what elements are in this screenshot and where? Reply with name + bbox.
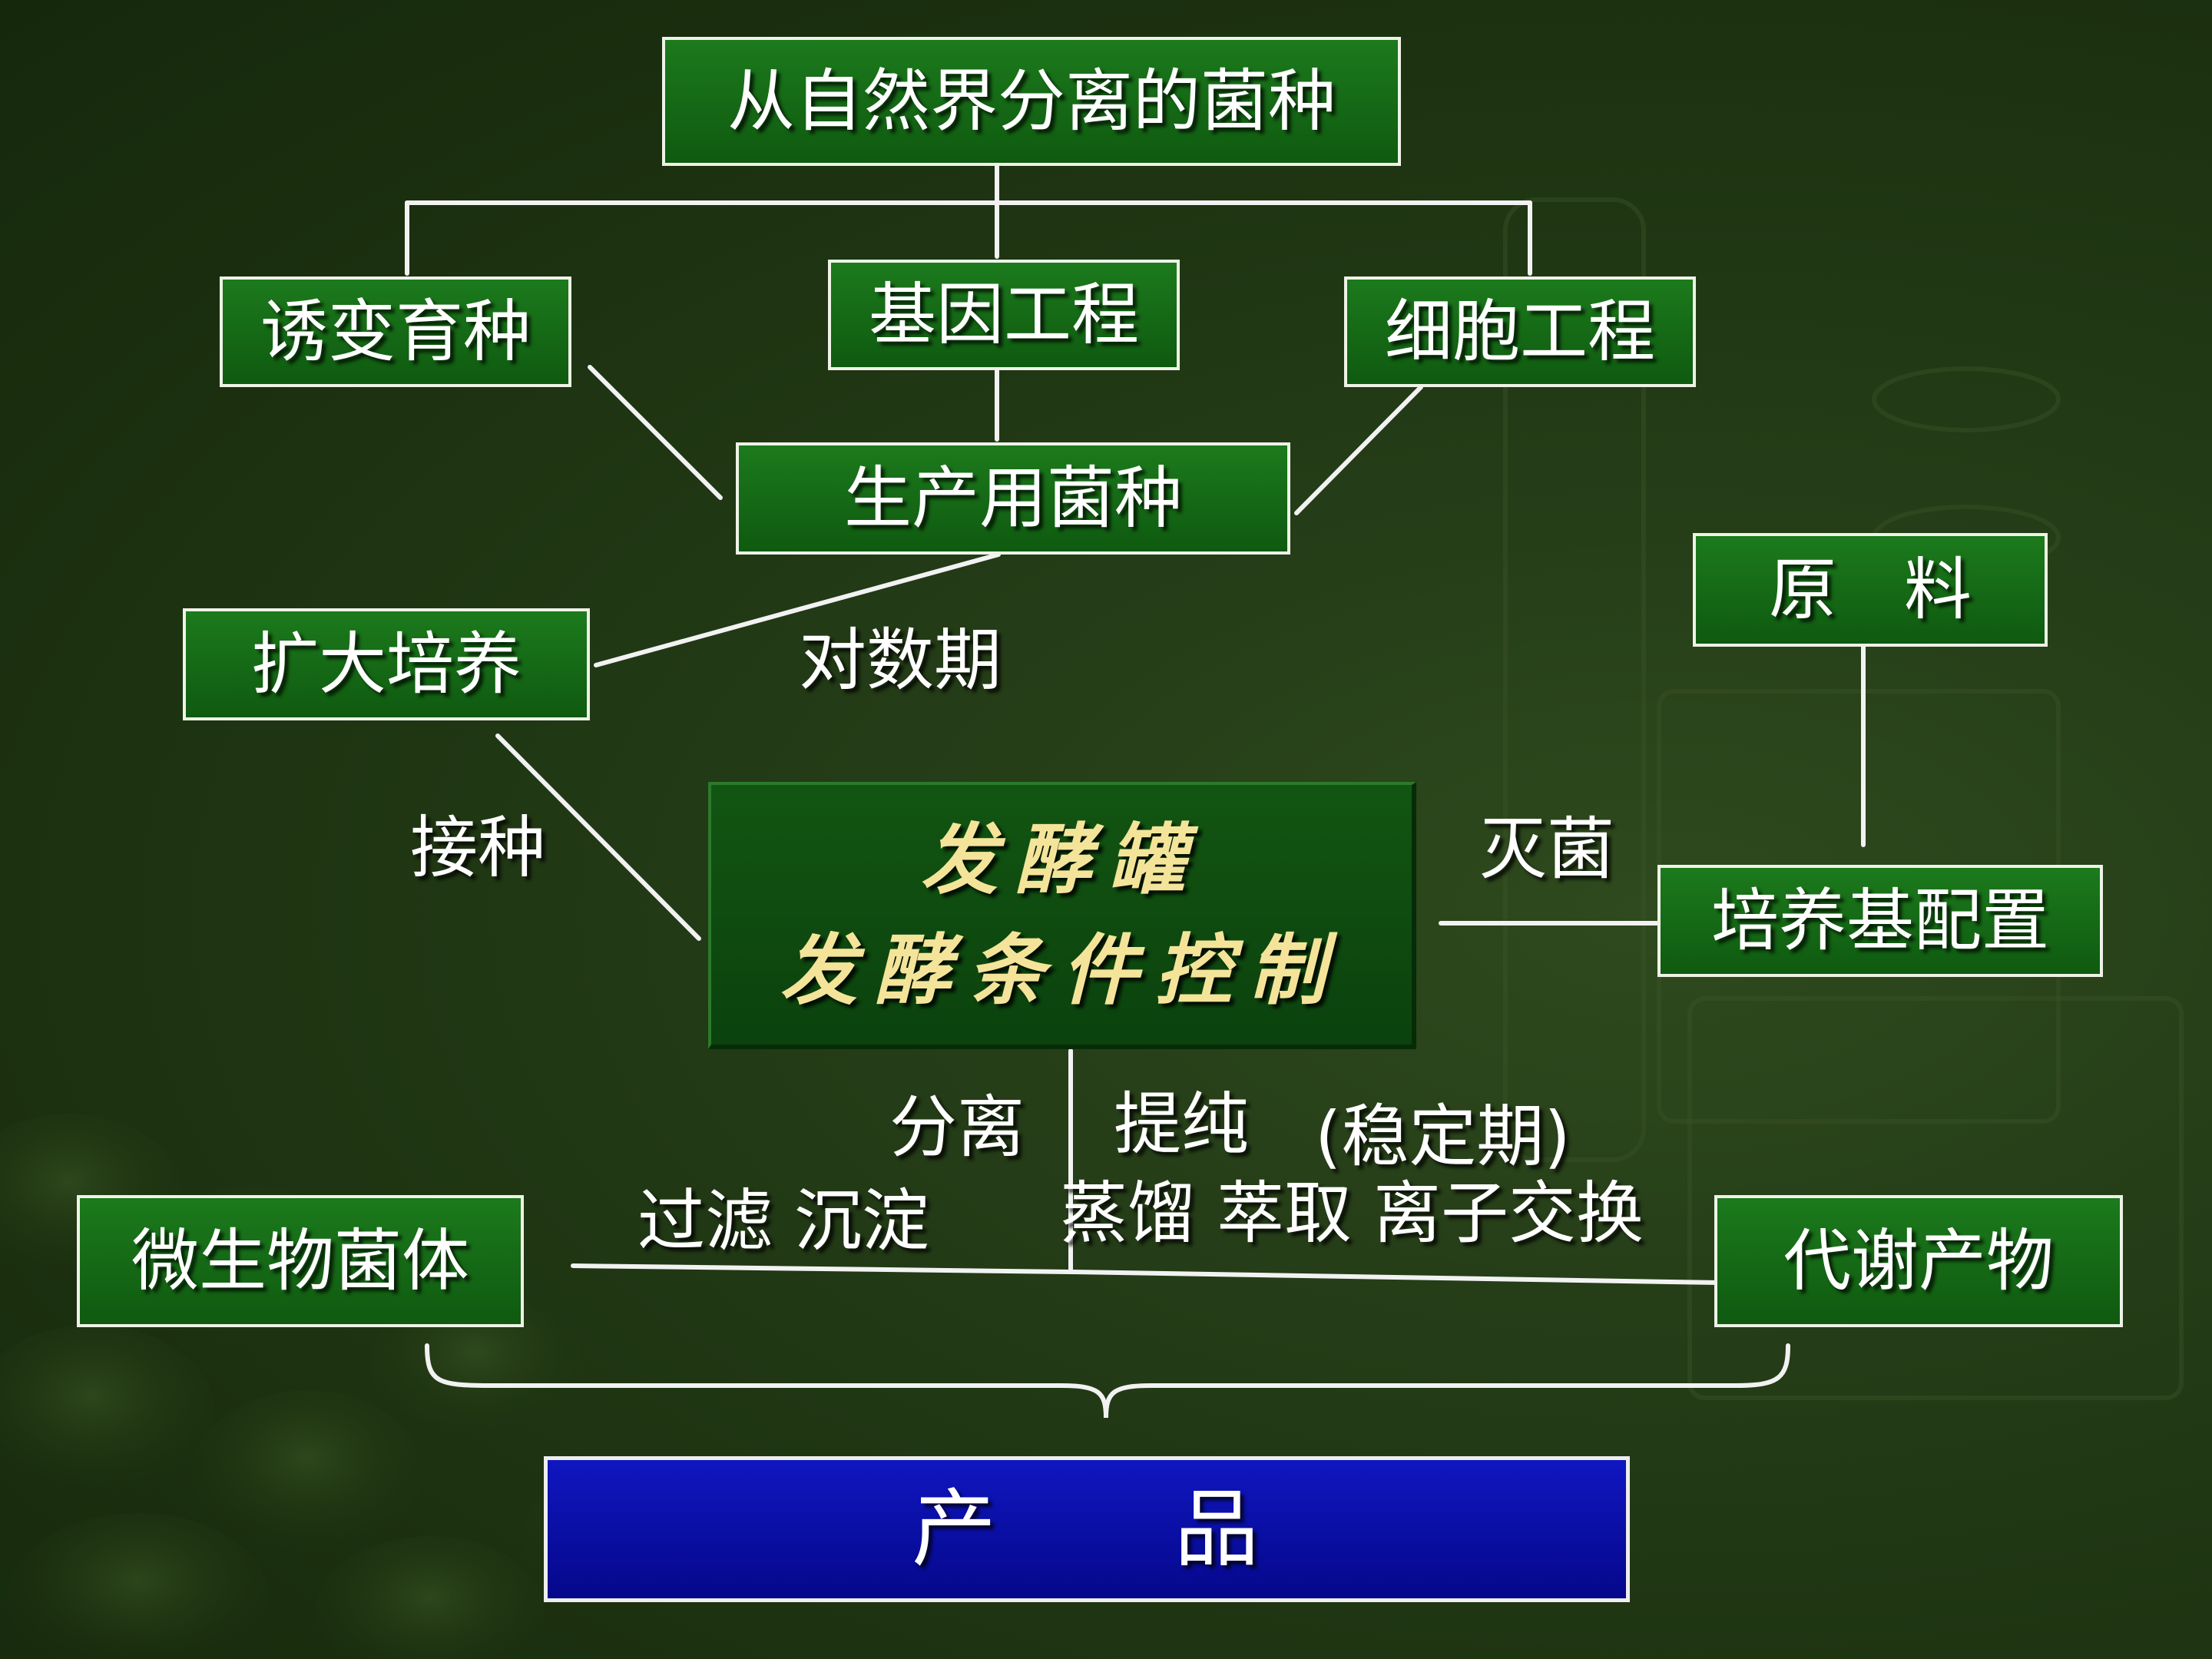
separation-label: 分离 [889, 1088, 1025, 1167]
stationary-phase-label: (稳定期) [1315, 1097, 1571, 1176]
fermenter-title: 发酵罐 [921, 814, 1202, 905]
arrow-mutation-to-production [588, 365, 723, 500]
source-strain-label: 从自然界分离的菌种 [727, 61, 1336, 141]
microbial-cells-label: 微生物菌体 [131, 1221, 469, 1300]
source-strain-box: 从自然界分离的菌种 [662, 37, 1401, 166]
cell-engineering-label: 细胞工程 [1384, 292, 1655, 371]
metabolites-box: 代谢产物 [1714, 1195, 2123, 1327]
product-box: 产 品 [544, 1456, 1630, 1602]
arrow-to-metabolites [1068, 1270, 1721, 1285]
sterilization-label: 灭菌 [1479, 810, 1615, 889]
scale-up-culture-label: 扩大培养 [250, 624, 522, 704]
extraction-label: 蒸馏 萃取 离子交换 [1060, 1174, 1644, 1253]
genetic-engineering-box: 基因工程 [828, 260, 1180, 370]
fermenter-conditions: 发酵条件控制 [780, 925, 1343, 1015]
arrow-cell-to-production [1294, 385, 1423, 515]
arrow-to-microbial-cells [571, 1263, 1073, 1274]
production-strain-box: 生产用菌种 [736, 442, 1290, 555]
microbial-cells-box: 微生物菌体 [77, 1195, 524, 1327]
scale-up-culture-box: 扩大培养 [183, 608, 590, 720]
brace-products [425, 1343, 1790, 1419]
production-strain-label: 生产用菌种 [843, 459, 1182, 538]
log-phase-label: 对数期 [799, 621, 1002, 700]
genetic-engineering-label: 基因工程 [868, 275, 1139, 354]
medium-preparation-label: 培养基配置 [1710, 881, 2049, 960]
filtration-label: 过滤 沉淀 [637, 1181, 929, 1260]
raw-material-label: 原 料 [1768, 550, 1972, 629]
inoculation-label: 接种 [410, 808, 546, 887]
purification-label: 提纯 [1114, 1084, 1250, 1164]
cell-engineering-box: 细胞工程 [1344, 276, 1696, 387]
mutation-breeding-label: 诱变育种 [260, 292, 531, 371]
metabolites-label: 代谢产物 [1783, 1221, 2054, 1300]
fermenter-box: 发酵罐 发酵条件控制 [708, 782, 1416, 1049]
raw-material-box: 原 料 [1693, 533, 2048, 647]
product-label: 产 品 [912, 1480, 1262, 1578]
mutation-breeding-box: 诱变育种 [220, 276, 571, 387]
medium-preparation-box: 培养基配置 [1657, 865, 2103, 977]
